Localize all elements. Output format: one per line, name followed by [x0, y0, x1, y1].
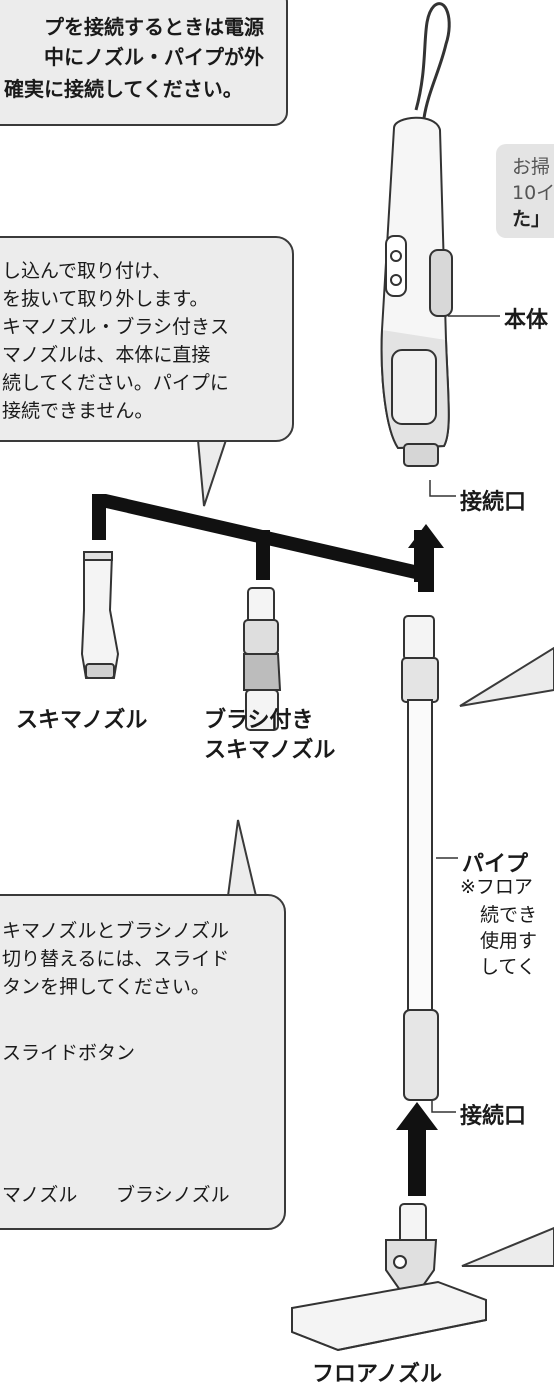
switch-note-tail	[226, 819, 258, 897]
pipe-callout-tail	[459, 646, 554, 707]
connection-bracket	[92, 494, 428, 582]
switch-left-caption: マノズル	[2, 1184, 78, 1206]
slide-button-label: スライドボタン	[2, 1042, 136, 1064]
arrow-up-bottom	[396, 1102, 438, 1196]
switch-note-line-2: 切り替えるには、スライド	[2, 948, 230, 970]
right-note-line-2: 10イ	[512, 182, 554, 204]
attach-note-line-5: 続してください。パイプに	[2, 372, 229, 394]
switch-note-line-1: キマノズルとブラシノズル	[2, 920, 230, 942]
attach-note-tail	[196, 439, 228, 507]
floor-nozzle-label: フロアノズル	[312, 1362, 443, 1387]
right-note-line-1: お掃	[512, 156, 551, 178]
attach-note-line-3: キマノズル・ブラシ付きス	[2, 316, 230, 338]
right-note-line-3: た」	[512, 208, 551, 230]
attach-note-callout	[0, 236, 294, 442]
body-label: 本体	[504, 308, 549, 333]
crevice-nozzle	[80, 551, 120, 679]
pipe-label: パイプ	[462, 852, 529, 877]
connector-top-label: 接続口	[460, 490, 527, 515]
pipe-note-line-3: 使用す	[480, 930, 538, 952]
top-note-callout	[0, 0, 288, 126]
top-note-line-2: 中にノズル・パイプが外	[44, 45, 264, 69]
switch-note-callout	[0, 894, 286, 1230]
floor-nozzle	[291, 1203, 487, 1352]
switch-note-line-3: タンを押してください。	[2, 976, 210, 998]
pipe	[401, 615, 439, 1101]
crevice-nozzle-label: スキマノズル	[16, 708, 148, 733]
pipe-note-line-4: してく	[480, 956, 536, 978]
vacuum-body	[380, 2, 453, 467]
pipe-note-line-2: 続でき	[480, 904, 538, 926]
arrow-up-top	[408, 524, 444, 592]
top-note-line-1: プを接続するときは電源	[44, 15, 264, 39]
attach-note-line-2: を抜いて取り外します。	[2, 288, 209, 310]
connector-bottom-label: 接続口	[460, 1104, 527, 1129]
attach-note-line-4: マノズルは、本体に直接	[2, 344, 211, 366]
brush-crevice-label-2: スキマノズル	[204, 738, 336, 763]
switch-right-caption: ブラシノズル	[116, 1184, 230, 1206]
attach-note-line-1: し込んで取り付け、	[2, 260, 172, 282]
leader-lines	[429, 315, 500, 1113]
brush-crevice-label-1: ブラシ付き	[204, 708, 314, 733]
right-note-box	[496, 144, 554, 238]
pipe-note-line-1: ※フロア	[460, 876, 533, 898]
brush-crevice-nozzle	[243, 587, 282, 731]
top-note-line-3: 確実に接続してください。	[4, 77, 243, 101]
floor-callout-tail	[461, 1226, 554, 1267]
attach-note-line-6: 接続できません。	[2, 400, 154, 422]
